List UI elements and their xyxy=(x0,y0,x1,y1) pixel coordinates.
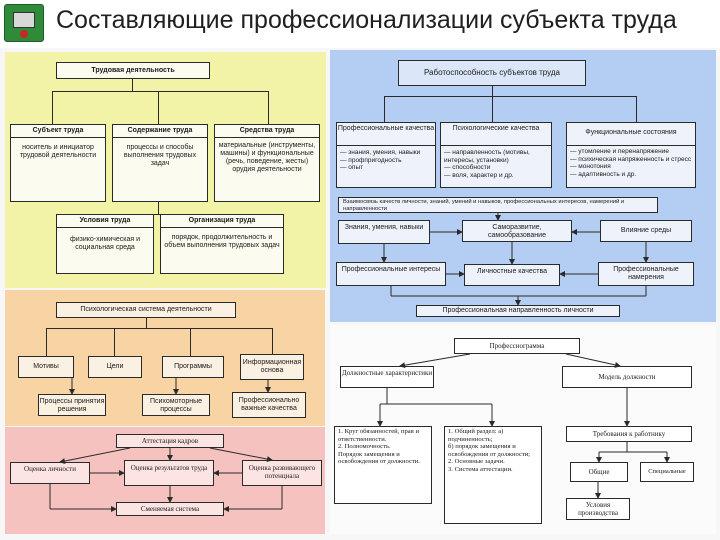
connector xyxy=(132,79,133,91)
means-box: Средства труда материальные (инструменты… xyxy=(214,124,320,202)
list-item: — направленность (мотивы, интересы, уста… xyxy=(444,149,530,164)
connector xyxy=(146,318,147,328)
conditions-box: Условия труда физико-химическая и социал… xyxy=(56,214,154,274)
connector xyxy=(46,328,47,356)
organization-box: Организация труда порядок, продолжительн… xyxy=(160,214,284,274)
connector xyxy=(384,96,385,122)
subject-text: носитель и инициатор трудовой деятельнос… xyxy=(19,144,97,159)
list-item: — монотония xyxy=(570,163,611,170)
connector xyxy=(158,202,159,214)
environment-box: Влияние среды xyxy=(600,220,692,242)
work-capacity-root: Работоспособность субъектов труда xyxy=(398,60,586,86)
competence-arrows xyxy=(381,213,649,306)
list-item: — знания, умения, навыки xyxy=(340,149,421,156)
job-model-box: Модель должности xyxy=(562,366,692,388)
connector xyxy=(492,96,493,122)
list-item: — адаптивность и др. xyxy=(570,170,637,178)
list-item: 2. Полномочность. xyxy=(338,443,391,451)
computer-logo-icon xyxy=(4,4,44,42)
professiogram-root: Профессиограмма xyxy=(454,338,580,354)
professional-qualities-box: Профессиональные качества — знания, умен… xyxy=(336,122,436,188)
organization-title: Организация труда xyxy=(161,215,283,228)
list-item: 3. Система аттестации. xyxy=(448,465,513,473)
psychological-qualities-box: Психологические качества — направленност… xyxy=(440,122,552,188)
list-item: б) порядок замещения и освобождения от д… xyxy=(448,443,531,458)
labor-activity-root: Трудовая деятельность xyxy=(56,62,210,79)
subject-title: Субъект труда xyxy=(11,125,105,138)
list-item: — профпригодность xyxy=(340,156,402,164)
list-item: 1. Общий раздел: а) подчиненность; xyxy=(448,428,504,443)
connector xyxy=(52,91,268,92)
potential-assessment-box: Оценка развивающего потенциала xyxy=(242,460,322,486)
connector xyxy=(272,328,273,356)
list-item: — утомление и перенапряжение xyxy=(570,148,669,155)
psych-system-root: Психологическая система деятельности xyxy=(56,302,236,318)
list-item: Порядок замещения и освобождения от долж… xyxy=(338,450,420,466)
knowledge-box: Знания, умения, навыки xyxy=(338,220,430,244)
content-title: Содержание труда xyxy=(113,125,207,138)
connector xyxy=(636,96,637,122)
functional-states-box: Функциональные состояния — утомление и п… xyxy=(566,122,696,188)
job-characteristics-box: Должностные характеристики xyxy=(340,366,434,388)
content-text: процессы и способы выполнения трудовых з… xyxy=(123,144,197,167)
professional-title: Профессиональные качества xyxy=(337,123,435,146)
connector xyxy=(384,96,636,97)
list-item: — способности xyxy=(444,164,491,171)
means-text: материальные (инструменты, машины) и фун… xyxy=(218,142,316,173)
goals-box: Цели xyxy=(88,356,142,378)
connector xyxy=(46,328,272,329)
logo-screen xyxy=(13,12,35,28)
professiogram-arrows xyxy=(377,353,670,499)
list-item: — опыт xyxy=(340,164,364,171)
psych-system-arrows xyxy=(69,378,271,395)
means-title: Средства труда xyxy=(215,125,319,138)
subject-box: Субъект труда носитель и инициатор трудо… xyxy=(10,124,106,202)
general-section-box: 1. Общий раздел: а) подчиненность; б) по… xyxy=(444,426,542,524)
conditions-text: физико-химическая и социальная среда xyxy=(69,236,141,251)
list-item: 1. Круг обязанностей, прав и ответственн… xyxy=(338,428,420,443)
functional-title: Функциональные состояния xyxy=(567,123,695,146)
list-item: 2. Основные задачи. xyxy=(448,458,505,466)
organization-text: порядок, продолжительность и объем выпол… xyxy=(164,234,280,249)
content-box: Содержание труда процессы и способы выпо… xyxy=(112,124,208,202)
motives-box: Мотивы xyxy=(18,356,74,378)
functional-items: — утомление и перенапряжение — психическ… xyxy=(567,146,695,180)
duties-box: 1. Круг обязанностей, прав и ответственн… xyxy=(334,426,432,504)
logo-button xyxy=(20,30,28,38)
connector xyxy=(52,91,53,124)
psychological-items: — направленность (мотивы, интересы, уста… xyxy=(441,146,551,182)
psychological-title: Психологические качества xyxy=(441,123,551,146)
header-bar xyxy=(0,0,720,48)
list-item: — воля, характер и др. xyxy=(444,171,514,179)
certification-root: Аттестация кадров xyxy=(116,434,224,448)
info-basis-box: Информационная основа xyxy=(240,354,304,380)
competence-top-box: Взаимосвязь качеств личности, знаний, ум… xyxy=(338,197,658,213)
prof-interests-box: Профессиональные интересы xyxy=(336,262,446,286)
professional-items: — знания, умения, навыки — профпригоднос… xyxy=(337,146,435,175)
personality-assessment-box: Оценка личности xyxy=(10,462,90,484)
connector xyxy=(268,91,269,124)
connector xyxy=(158,91,159,124)
list-item: — психическая напряженность и стресс xyxy=(570,155,692,163)
programs-box: Программы xyxy=(162,356,224,378)
connector xyxy=(492,86,493,96)
certification-arrows xyxy=(49,447,283,512)
prof-qualities-box: Профессионально важные качества xyxy=(232,392,306,418)
conditions-title: Условия труда xyxy=(57,215,153,228)
page-title: Составляющие профессионализации субъекта… xyxy=(56,6,677,34)
connector xyxy=(114,328,115,356)
connector xyxy=(190,328,191,356)
